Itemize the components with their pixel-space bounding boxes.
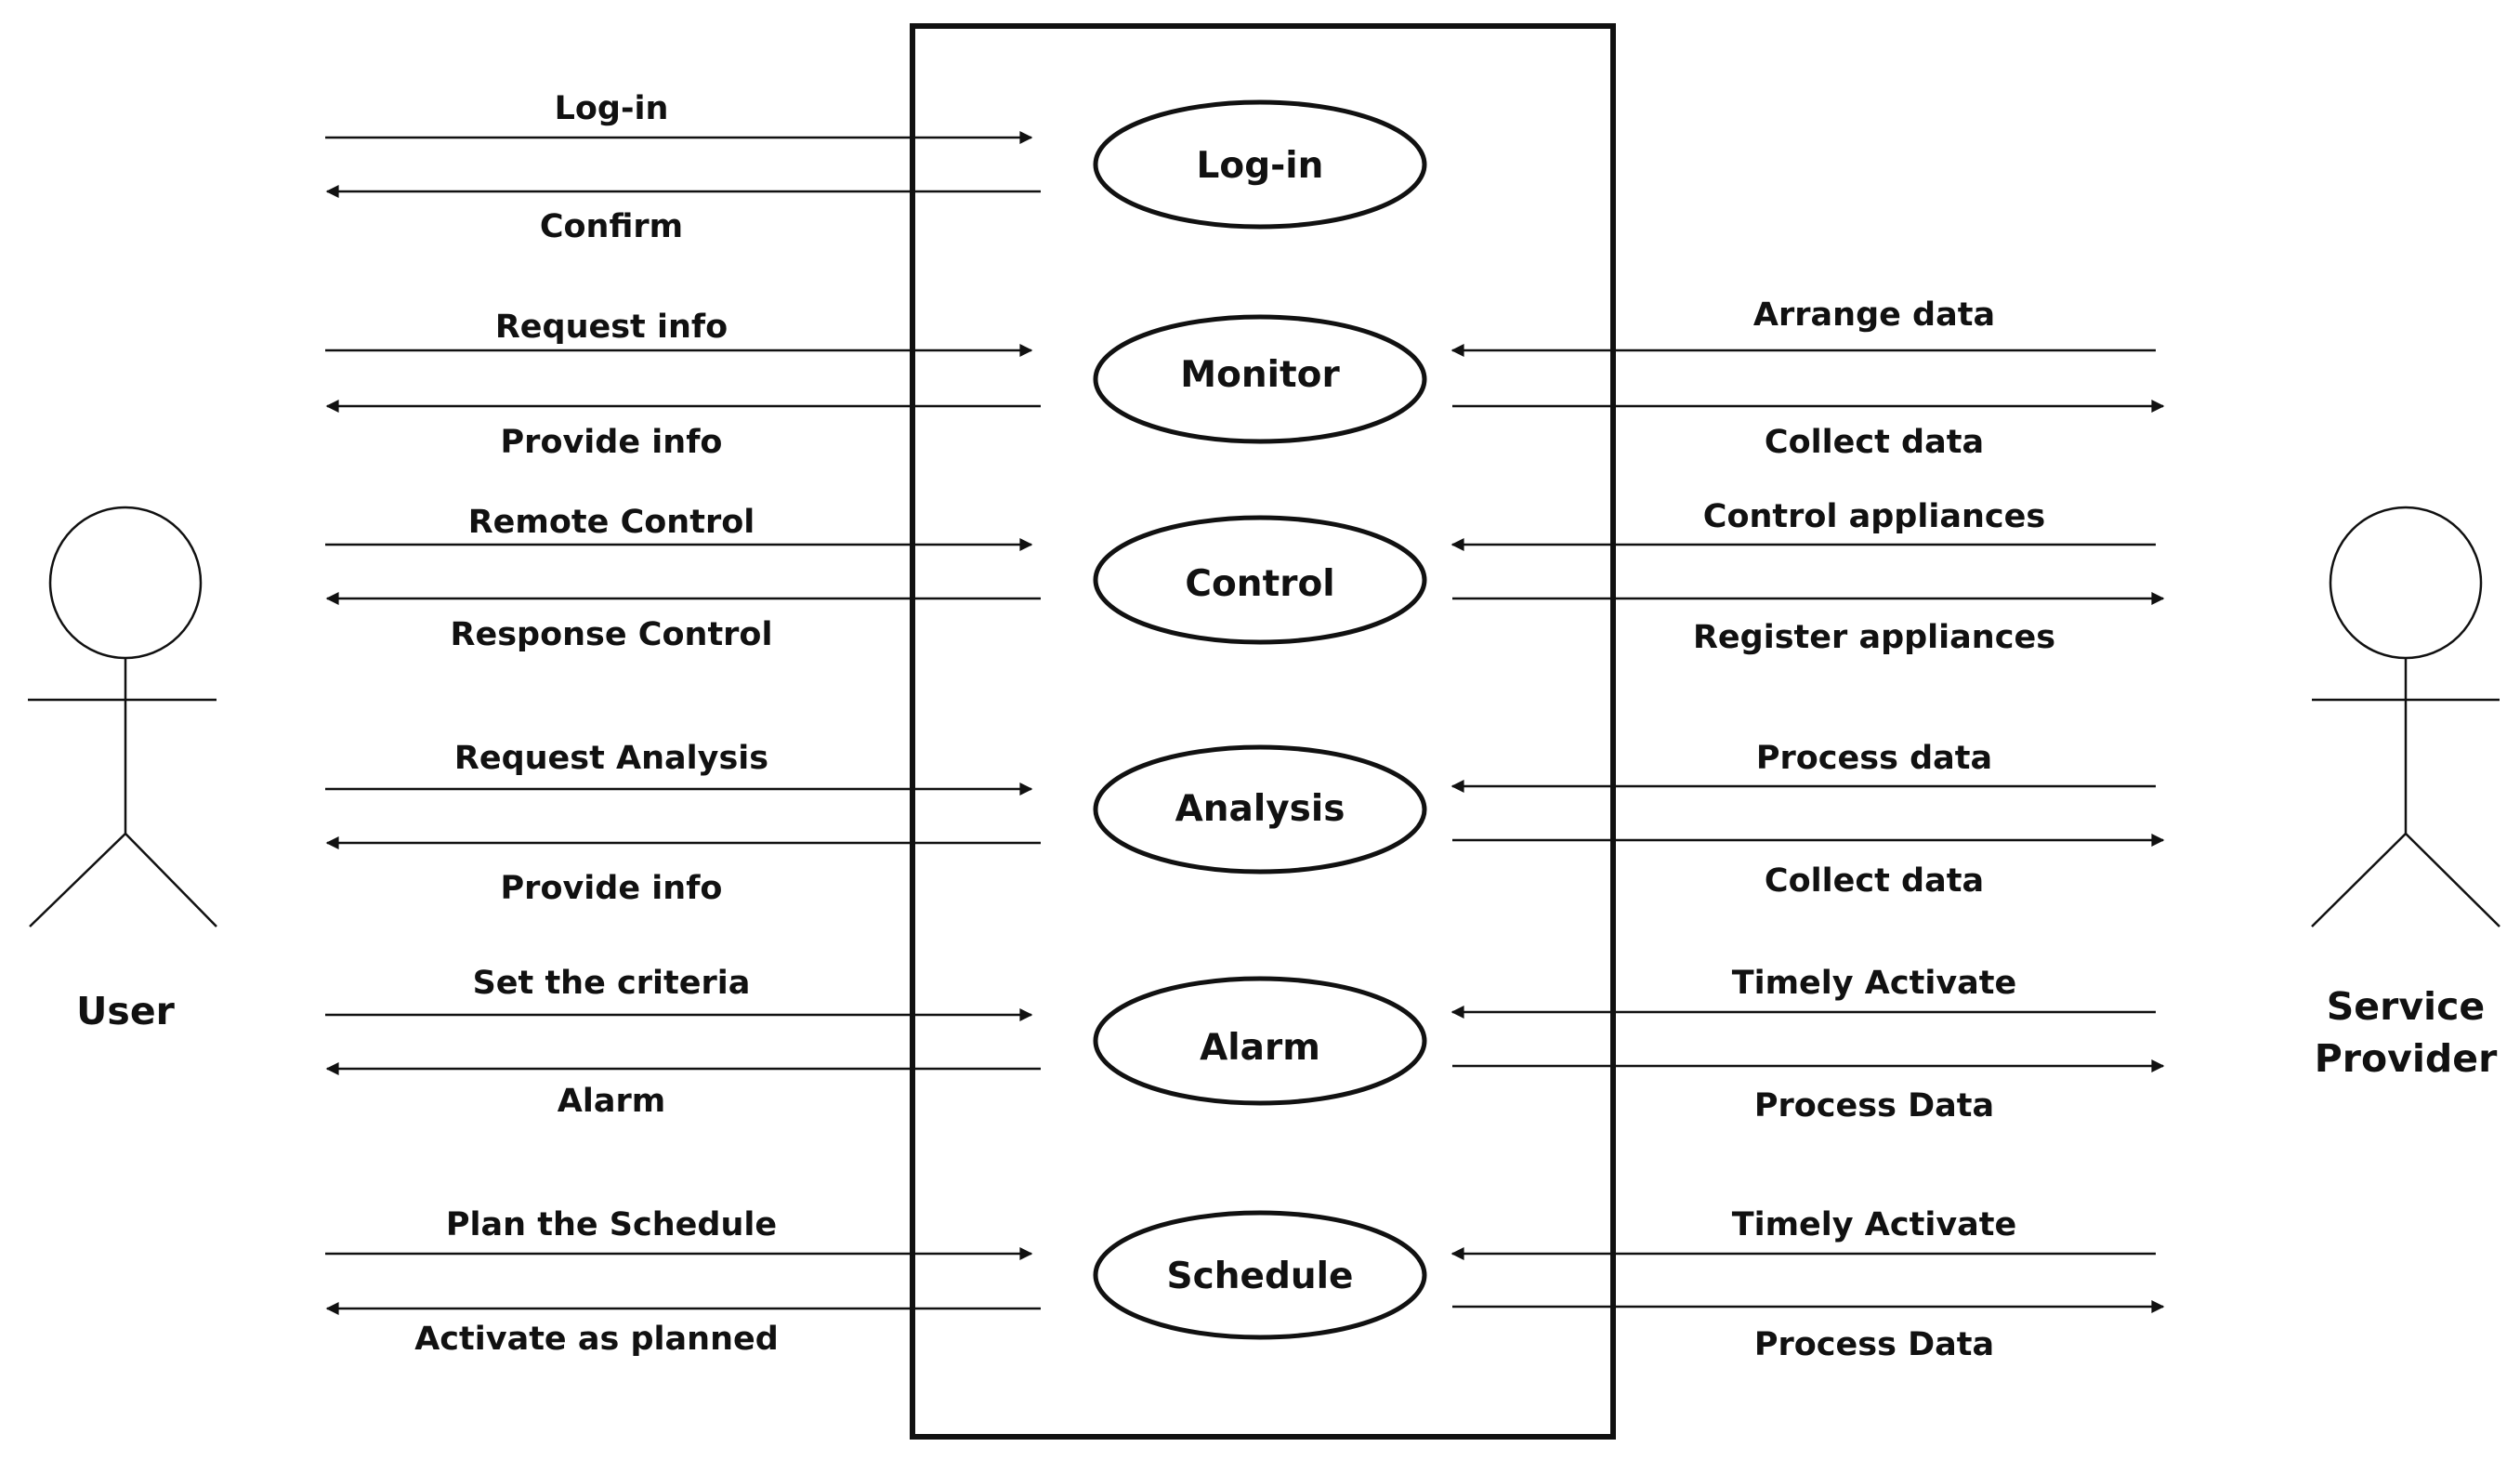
provider-actor-label-line-2: Provider — [2315, 1036, 2498, 1081]
use-case-ellipse — [1093, 314, 1427, 444]
use-case-label: Analysis — [1175, 788, 1345, 830]
user-actor-label: User — [76, 989, 176, 1033]
msg-label-provider-schedule-out: Process Data — [1754, 1326, 1994, 1363]
msg-label-user-alarm-out: Alarm — [558, 1083, 665, 1120]
system-boundary — [910, 23, 1616, 1440]
user-actor-left-leg — [29, 833, 126, 927]
msg-label-user-control-in: Remote Control — [468, 504, 755, 541]
msg-label-user-login-in: Log-in — [555, 90, 669, 127]
use-case-ellipse — [1093, 99, 1427, 230]
use-case-ellipse — [1093, 1210, 1427, 1340]
msg-label-user-analysis-out: Provide info — [501, 870, 723, 907]
use-case-label: Schedule — [1167, 1256, 1354, 1297]
msg-label-user-login-out: Confirm — [540, 208, 683, 245]
msg-label-user-analysis-in: Request Analysis — [454, 740, 768, 777]
msg-label-user-monitor-out: Provide info — [501, 424, 723, 461]
use-case-ellipse — [1093, 515, 1427, 645]
provider-actor-label-line-1: Service — [2327, 984, 2485, 1029]
msg-label-provider-schedule-in: Timely Activate — [1732, 1206, 2017, 1243]
msg-label-user-control-out: Response Control — [451, 616, 773, 653]
use-case-label: Log-in — [1197, 145, 1324, 187]
provider-actor-left-leg — [2311, 833, 2407, 927]
msg-label-provider-analysis-in: Process data — [1756, 740, 1992, 777]
use-case-analysis: Analysis — [1093, 744, 1427, 875]
use-case-ellipse — [1093, 744, 1427, 875]
msg-label-user-schedule-in: Plan the Schedule — [446, 1206, 777, 1243]
msg-label-provider-alarm-out: Process Data — [1754, 1087, 1994, 1125]
use-case-login: Log-in — [1093, 99, 1427, 230]
user-actor-right-leg — [125, 833, 217, 927]
msg-label-user-schedule-out: Activate as planned — [414, 1321, 779, 1358]
use-case-control: Control — [1093, 515, 1427, 645]
use-case-ellipse — [1093, 976, 1427, 1106]
use-case-label: Control — [1185, 563, 1334, 605]
msg-label-provider-monitor-out: Collect data — [1765, 424, 1984, 461]
use-case-label: Monitor — [1180, 354, 1340, 396]
service-provider-actor — [2311, 506, 2500, 927]
use-case-label: Alarm — [1200, 1027, 1320, 1069]
use-case-alarm: Alarm — [1093, 976, 1427, 1106]
msg-label-provider-control-out: Register appliances — [1693, 619, 2055, 656]
use-case-monitor: Monitor — [1093, 314, 1427, 444]
user-actor — [28, 506, 217, 927]
provider-actor-head — [2329, 506, 2483, 660]
msg-label-user-alarm-in: Set the criteria — [473, 965, 751, 1002]
msg-label-provider-monitor-in: Arrange data — [1753, 296, 1995, 334]
msg-label-provider-analysis-out: Collect data — [1765, 862, 1984, 900]
msg-label-provider-alarm-in: Timely Activate — [1732, 965, 2017, 1002]
use-case-schedule: Schedule — [1093, 1210, 1427, 1340]
provider-actor-right-leg — [2405, 833, 2500, 927]
msg-label-user-monitor-in: Request info — [495, 309, 728, 346]
msg-label-provider-control-in: Control appliances — [1703, 498, 2045, 535]
user-actor-head — [48, 506, 203, 660]
